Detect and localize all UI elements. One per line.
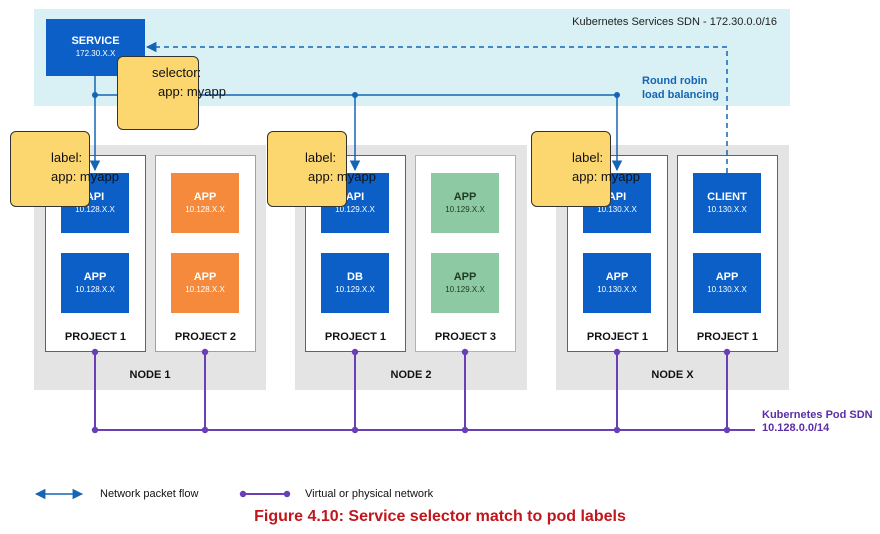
network-node-dot bbox=[613, 348, 621, 356]
legend-network-dot bbox=[283, 490, 291, 498]
note-line: app: myapp bbox=[158, 84, 226, 99]
project-label: PROJECT 2 bbox=[174, 331, 237, 343]
flow-junction-dot bbox=[92, 92, 98, 98]
legend-network-dot bbox=[239, 490, 247, 498]
project-label: PROJECT 1 bbox=[586, 331, 649, 343]
pod-name: API bbox=[607, 191, 627, 203]
pod-app: APP 10.128.X.X bbox=[171, 253, 239, 313]
pod-network-dots bbox=[91, 348, 731, 434]
project-label: PROJECT 1 bbox=[64, 331, 127, 343]
network-node-dot bbox=[91, 426, 99, 434]
note-line: app: myapp bbox=[572, 169, 640, 184]
pod-ip: 10.130.X.X bbox=[707, 285, 747, 294]
flow-junction-dot bbox=[352, 92, 358, 98]
pod-ip: 10.129.X.X bbox=[335, 205, 375, 214]
round-robin-line: Round robin bbox=[642, 75, 708, 87]
pod-network-lines bbox=[94, 352, 755, 431]
service-name: SERVICE bbox=[71, 35, 120, 47]
pod-ip: 10.130.X.X bbox=[597, 285, 637, 294]
project-label: PROJECT 3 bbox=[434, 331, 497, 343]
pod-app: APP 10.128.X.X bbox=[61, 253, 129, 313]
pod-name: APP bbox=[453, 271, 477, 283]
pod-name: APP bbox=[83, 271, 107, 283]
network-node-dot bbox=[723, 426, 731, 434]
pod-app: APP 10.129.X.X bbox=[431, 253, 499, 313]
pod-ip: 10.128.X.X bbox=[75, 285, 115, 294]
pod-ip: 10.130.X.X bbox=[597, 205, 637, 214]
note-line: label: bbox=[305, 150, 337, 165]
pod-app: APP 10.128.X.X bbox=[171, 173, 239, 233]
services-sdn-label: Kubernetes Services SDN - 172.30.0.0/16 bbox=[572, 16, 777, 28]
pod-sdn-label: Kubernetes Pod SDN 10.128.0.0/14 bbox=[762, 409, 873, 435]
node-label: NODE X bbox=[651, 369, 694, 381]
network-node-dot bbox=[91, 348, 99, 356]
load-balancing-line: load balancing bbox=[642, 89, 720, 101]
network-node-dot bbox=[201, 426, 209, 434]
pod-name: APP bbox=[715, 271, 739, 283]
label-note: label: app: myapp bbox=[531, 131, 640, 207]
pod-ip: 10.129.X.X bbox=[335, 285, 375, 294]
node-label: NODE 2 bbox=[390, 369, 432, 381]
pod-name: APP bbox=[605, 271, 629, 283]
network-node-dot bbox=[201, 348, 209, 356]
service-box: SERVICE 172.30.X.X bbox=[46, 19, 145, 76]
service-ip: 172.30.X.X bbox=[75, 49, 116, 58]
node-label: NODE 1 bbox=[129, 369, 171, 381]
pod-name: API bbox=[345, 191, 365, 203]
label-note: label: app: myapp bbox=[10, 131, 119, 207]
round-robin-label: Round robin load balancing bbox=[642, 74, 719, 102]
pod-ip: 10.130.X.X bbox=[707, 205, 747, 214]
figure-caption: Figure 4.10: Service selector match to p… bbox=[254, 508, 626, 525]
flow-junction-dot bbox=[614, 92, 620, 98]
legend-packet-flow: Network packet flow bbox=[100, 488, 199, 500]
pod-name: CLIENT bbox=[707, 191, 747, 203]
label-note: label: app: myapp bbox=[267, 131, 376, 207]
pod-db: DB 10.129.X.X bbox=[321, 253, 389, 313]
legend-network: Virtual or physical network bbox=[305, 488, 434, 500]
pod-client: CLIENT 10.130.X.X bbox=[693, 173, 761, 233]
network-node-dot bbox=[613, 426, 621, 434]
network-node-dot bbox=[723, 348, 731, 356]
network-node-dot bbox=[351, 348, 359, 356]
pod-name: APP bbox=[193, 271, 217, 283]
note-line: selector: bbox=[152, 65, 202, 80]
pod-name: DB bbox=[347, 271, 363, 283]
note-line: app: myapp bbox=[51, 169, 119, 184]
note-line: label: bbox=[572, 150, 604, 165]
pod-ip: 10.128.X.X bbox=[75, 205, 115, 214]
pod-app: APP 10.130.X.X bbox=[693, 253, 761, 313]
pod-ip: 10.129.X.X bbox=[445, 285, 485, 294]
network-node-dot bbox=[351, 426, 359, 434]
project-label: PROJECT 1 bbox=[696, 331, 759, 343]
pod-sdn-name: Kubernetes Pod SDN bbox=[762, 409, 873, 421]
pod-name: APP bbox=[193, 191, 217, 203]
pod-sdn-cidr: 10.128.0.0/14 bbox=[762, 422, 830, 434]
network-node-dot bbox=[461, 348, 469, 356]
pod-ip: 10.128.X.X bbox=[185, 285, 225, 294]
project-label: PROJECT 1 bbox=[324, 331, 387, 343]
pod-app: APP 10.130.X.X bbox=[583, 253, 651, 313]
pod-app: APP 10.129.X.X bbox=[431, 173, 499, 233]
client-to-service-arrow bbox=[145, 41, 728, 173]
note-line: app: myapp bbox=[308, 169, 376, 184]
selector-note: selector: app: myapp bbox=[117, 56, 226, 130]
pod-ip: 10.129.X.X bbox=[445, 205, 485, 214]
pod-ip: 10.128.X.X bbox=[185, 205, 225, 214]
pod-name: APP bbox=[453, 191, 477, 203]
network-node-dot bbox=[461, 426, 469, 434]
flow-dots bbox=[92, 92, 620, 98]
note-line: label: bbox=[51, 150, 83, 165]
pod-name: API bbox=[85, 191, 105, 203]
